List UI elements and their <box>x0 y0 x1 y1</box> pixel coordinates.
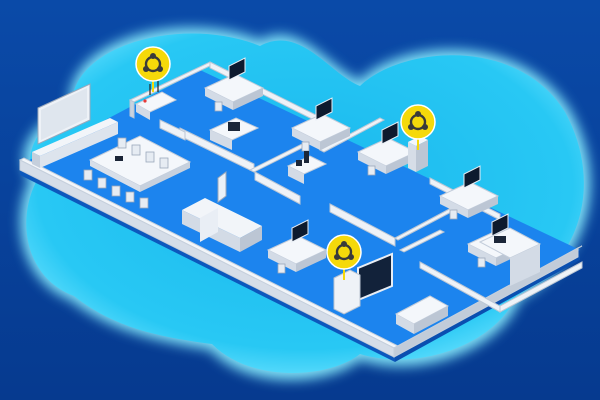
desk-1 <box>203 57 265 112</box>
desk-phone-icon <box>304 151 309 163</box>
workstations <box>203 57 528 274</box>
desk-5 <box>266 219 328 274</box>
meeting-chairs <box>83 137 169 209</box>
wireless-hub-icon <box>135 46 171 92</box>
sofa <box>394 295 450 334</box>
printer-icon <box>228 122 240 131</box>
router <box>134 80 178 120</box>
desk-4 <box>438 165 500 220</box>
printer-station <box>208 117 260 150</box>
whiteboard <box>37 83 91 145</box>
wireless-hub-icon <box>326 234 362 280</box>
office-chair-icon <box>301 141 310 152</box>
tv-display <box>333 252 393 315</box>
phone-station <box>286 151 328 184</box>
side-table <box>478 227 542 286</box>
office-chair-icon <box>477 257 486 268</box>
monitor-icon <box>228 57 246 81</box>
desk-2 <box>290 97 352 152</box>
wireless-hub-icon <box>400 104 436 150</box>
monitor-icon <box>315 97 333 121</box>
hub-badges <box>135 46 436 280</box>
monitor-icon <box>491 213 509 237</box>
office-chair-icon <box>214 101 223 112</box>
outer-walls <box>18 157 583 358</box>
office-chair-icon <box>277 263 286 274</box>
cabinet-block <box>182 198 262 252</box>
monitor-icon <box>463 165 481 189</box>
office-chair-icon <box>449 209 458 220</box>
monitor-icon <box>381 121 399 145</box>
office-chair-icon <box>367 165 376 176</box>
meeting-cabinets <box>32 118 118 168</box>
monitor-icon <box>291 219 309 243</box>
glass-partition <box>217 171 227 203</box>
